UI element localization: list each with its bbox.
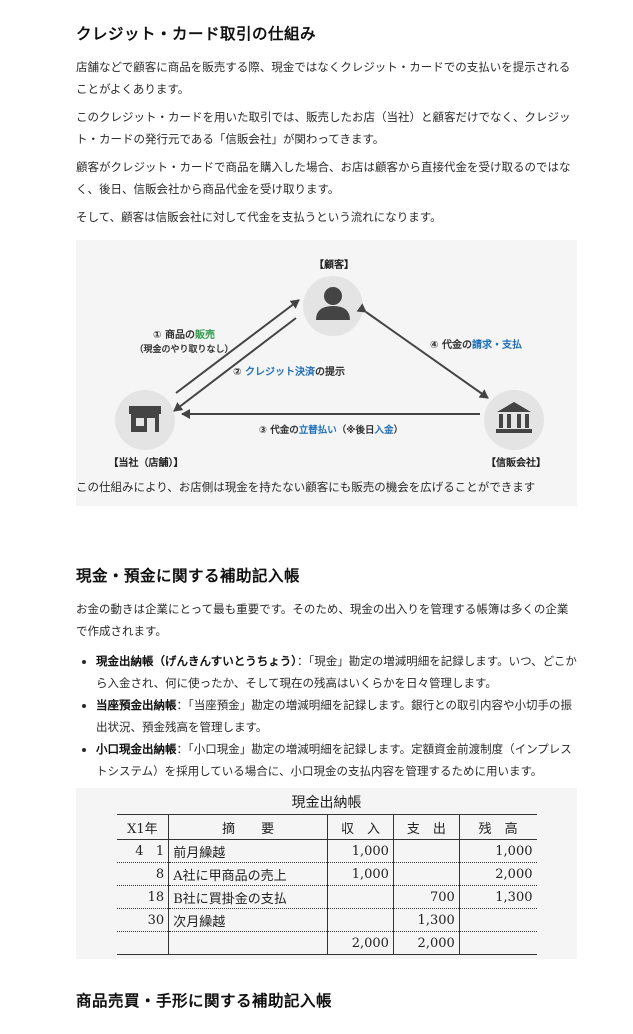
- arrow-label-2: ② クレジット決済の提示: [233, 365, 345, 378]
- section-goods-notes: 商品売買・手形に関する補助記入帳: [0, 989, 633, 1011]
- ledger-title: 現金出納帳: [291, 795, 362, 811]
- bank-icon: [496, 402, 532, 433]
- section-title: 現金・預金に関する補助記入帳: [76, 567, 301, 585]
- col-bal: 残 高: [458, 814, 537, 840]
- store-icon: [129, 406, 161, 432]
- paragraph: 店舗などで顧客に商品を販売する際、現金ではなくクレジット・カードでの支払いを提示…: [76, 60, 571, 96]
- arrow-label-3: ③ 代金の立替払い（※後日入金）: [259, 424, 403, 436]
- totals-row: 2,000 2,000: [116, 931, 537, 955]
- section-title: クレジット・カード取引の仕組み: [76, 25, 317, 43]
- section-credit-card: クレジット・カード取引の仕組み 店舗などで顧客に商品を販売する際、現金ではなくク…: [0, 0, 633, 240]
- paragraph: そして、顧客は信販会社に対して代金を支払うという流れになります。: [76, 210, 442, 224]
- col-in: 収 入: [327, 814, 394, 840]
- company-node: [484, 390, 544, 450]
- table-row: 30 次月繰越 1,300: [116, 908, 537, 932]
- credit-flow-diagram: 【顧客】 【当社（店舗）】 【信販会社】: [76, 240, 577, 476]
- book-list: 現金出納帳（げんきんすいとうちょう）：「現金」勘定の増減明細を記録します。いつ、…: [76, 650, 577, 782]
- table-row: 8 A社に甲商品の売上 1,000 2,000: [116, 862, 537, 886]
- person-icon: [316, 287, 350, 320]
- arrow-label-1-sub: （現金のやり取りなし）: [134, 343, 233, 355]
- diagram-caption-area: この仕組みにより、お店側は現金を持たない顧客にも販売の機会を広げることができます: [76, 476, 577, 506]
- paragraph: 顧客がクレジット・カードで商品を購入した場合、お店は顧客から直接代金を受け取るの…: [76, 160, 571, 196]
- list-item: 当座預金出納帳：「当座預金」勘定の増減明細を記録します。銀行との取引内容や小切手…: [96, 694, 577, 738]
- list-item: 小口現金出納帳：「小口現金」勘定の増減明細を記録します。定額資金前渡制度（インプ…: [96, 738, 577, 782]
- list-item: 現金出納帳（げんきんすいとうちょう）：「現金」勘定の増減明細を記録します。いつ、…: [96, 650, 577, 694]
- diagram-svg: 【顧客】 【当社（店舗）】 【信販会社】: [109, 258, 547, 469]
- cash-book: 現金出納帳 X1年 摘 要 収 入 支 出 残 高 4 1 前月繰越 1,000…: [116, 792, 537, 955]
- section-cash-deposit: 現金・預金に関する補助記入帳 お金の動きは企業にとって最も重要です。そのため、現…: [0, 564, 633, 788]
- arrow-payment: [356, 303, 489, 399]
- paragraph: このクレジット・カードを用いた取引では、販売したお店（当社）と顧客だけでなく、ク…: [76, 110, 571, 146]
- table-row: 4 1 前月繰越 1,000 1,000: [116, 839, 537, 863]
- table-row: 18 B社に買掛金の支払 700 1,300: [116, 885, 537, 909]
- paragraph: この仕組みにより、お店側は現金を持たない顧客にも販売の機会を広げることができます: [76, 480, 536, 494]
- ledger-table: X1年 摘 要 収 入 支 出 残 高 4 1 前月繰越 1,000 1,000…: [116, 814, 537, 955]
- arrow-sale: [175, 299, 300, 394]
- arrow-label-1: ① 商品の販売: [153, 328, 215, 341]
- company-label: 【信販会社】: [486, 456, 546, 469]
- col-desc: 摘 要: [168, 814, 328, 840]
- ledger-header-row: X1年 摘 要 収 入 支 出 残 高: [116, 814, 537, 840]
- col-year: X1年: [116, 814, 169, 840]
- shop-label: 【当社（店舗）】: [109, 456, 184, 469]
- col-out: 支 出: [392, 814, 460, 840]
- arrow-label-4: ④ 代金の請求・支払: [430, 338, 522, 351]
- cash-book-figure: 現金出納帳 X1年 摘 要 収 入 支 出 残 高 4 1 前月繰越 1,000…: [76, 788, 577, 959]
- section-divider: [0, 506, 633, 564]
- section-title: 商品売買・手形に関する補助記入帳: [76, 992, 333, 1010]
- customer-label: 【顧客】: [314, 258, 354, 271]
- paragraph: お金の動きは企業にとって最も重要です。そのため、現金の出入りを管理する帳簿は多く…: [76, 602, 569, 638]
- arrow-credit: [173, 317, 297, 412]
